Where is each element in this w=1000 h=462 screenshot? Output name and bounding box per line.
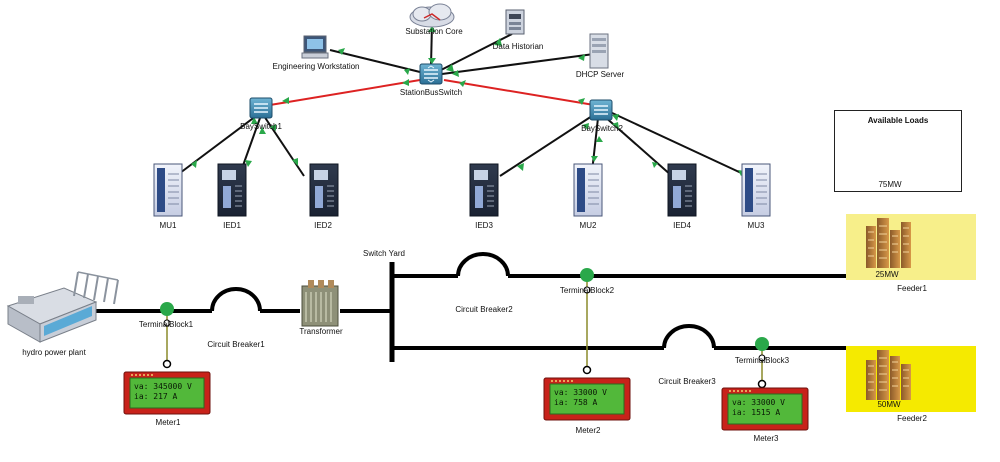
terminal-block-2-label: TerminalBlock2 bbox=[559, 286, 615, 295]
hydro-plant-label: hydro power plant bbox=[22, 348, 86, 357]
mu2-label: MU2 bbox=[579, 221, 597, 230]
mu3-label: MU3 bbox=[747, 221, 765, 230]
circuit-breaker-3-label: Circuit Breaker3 bbox=[658, 377, 716, 386]
link-station-bay2 bbox=[443, 79, 601, 107]
ied1-label: IED1 bbox=[223, 221, 241, 230]
meter-2-frame[interactable] bbox=[543, 377, 631, 421]
available-loads-panel: Available Loads bbox=[834, 110, 962, 192]
load-75mw-label: 75MW bbox=[878, 180, 902, 189]
terminal-block-1-label: TerminalBlock1 bbox=[138, 320, 194, 329]
meter-2-voltage: va: 33000 V bbox=[554, 388, 607, 397]
load-25mw-label: 25MW bbox=[875, 270, 899, 279]
ied-icon[interactable] bbox=[469, 163, 499, 217]
link-station-bay1 bbox=[263, 79, 421, 107]
power-lines bbox=[96, 252, 846, 362]
meter-1-label: Meter1 bbox=[155, 418, 181, 427]
link-bay2-mu2 bbox=[591, 117, 599, 173]
meter-2-label: Meter2 bbox=[575, 426, 601, 435]
link-status-arrows bbox=[191, 26, 745, 176]
ied4-label: IED4 bbox=[673, 221, 691, 230]
dhcp-server-icon[interactable] bbox=[589, 33, 609, 69]
link-dhcp-station bbox=[441, 53, 595, 75]
link-workstation-station bbox=[329, 49, 421, 73]
merging-unit-icon[interactable] bbox=[741, 163, 771, 217]
circuit-breaker-1-label: Circuit Breaker1 bbox=[207, 340, 265, 349]
terminal-block-2[interactable] bbox=[580, 268, 594, 375]
switch-icon[interactable] bbox=[589, 99, 613, 121]
mu1-label: MU1 bbox=[159, 221, 177, 230]
data-historian-label: Data Historian bbox=[492, 42, 544, 51]
bay-switch-2-label: BaySwitch2 bbox=[581, 124, 623, 133]
available-loads-title: Available Loads bbox=[867, 116, 929, 125]
transformer-icon[interactable] bbox=[301, 280, 339, 327]
building-load-icon[interactable] bbox=[866, 350, 911, 400]
switch-yard-label: Switch Yard bbox=[363, 249, 405, 258]
terminal-block-3[interactable] bbox=[755, 337, 769, 389]
ied-icon[interactable] bbox=[667, 163, 697, 217]
switch-icon[interactable] bbox=[249, 97, 273, 119]
meter-3-voltage: va: 33000 V bbox=[732, 398, 785, 407]
switch-icon[interactable] bbox=[419, 63, 443, 85]
merging-unit-icon[interactable] bbox=[153, 163, 183, 217]
feeder-2-label: Feeder2 bbox=[897, 414, 927, 423]
terminal-block-1[interactable] bbox=[160, 302, 174, 369]
ied3-label: IED3 bbox=[475, 221, 493, 230]
link-bay2-mu3 bbox=[609, 111, 753, 179]
link-bay1-ied2 bbox=[263, 115, 305, 177]
ied-icon[interactable] bbox=[309, 163, 339, 217]
feeder-1-label: Feeder1 bbox=[897, 284, 927, 293]
server-icon[interactable] bbox=[505, 9, 525, 35]
meter-3-current: ia: 1515 A bbox=[732, 408, 781, 417]
station-switch-label: StationBusSwitch bbox=[399, 88, 463, 97]
load-50mw-label: 50MW bbox=[877, 400, 901, 409]
cloud-icon[interactable] bbox=[409, 3, 455, 28]
link-bay2-ied3 bbox=[499, 115, 593, 177]
link-bay1-mu1 bbox=[175, 115, 257, 177]
meter-3-label: Meter3 bbox=[753, 434, 779, 443]
merging-unit-icon[interactable] bbox=[573, 163, 603, 217]
meter-1-current: ia: 217 A bbox=[134, 392, 178, 401]
dhcp-server-label: DHCP Server bbox=[575, 70, 625, 79]
circuit-breaker-2-label: Circuit Breaker2 bbox=[455, 305, 513, 314]
bay-switch-1-label: BaySwitch1 bbox=[240, 122, 282, 131]
meter-1-voltage: va: 345000 V bbox=[134, 382, 192, 391]
building-load-icon[interactable] bbox=[866, 218, 911, 268]
substation-core-label: Substation Core bbox=[405, 27, 463, 36]
terminal-block-3-label: TerminalBlock3 bbox=[734, 356, 790, 365]
meter-3-frame[interactable] bbox=[721, 387, 809, 431]
ied-icon[interactable] bbox=[217, 163, 247, 217]
transformer-label: Transformer bbox=[299, 327, 343, 336]
ied2-label: IED2 bbox=[314, 221, 332, 230]
hydro-plant-icon[interactable] bbox=[6, 271, 119, 343]
engineering-workstation-label: Engineering Workstation bbox=[272, 62, 360, 71]
meter-1-frame[interactable] bbox=[123, 371, 211, 415]
meter-2-current: ia: 758 A bbox=[554, 398, 598, 407]
workstation-icon[interactable] bbox=[301, 35, 329, 59]
